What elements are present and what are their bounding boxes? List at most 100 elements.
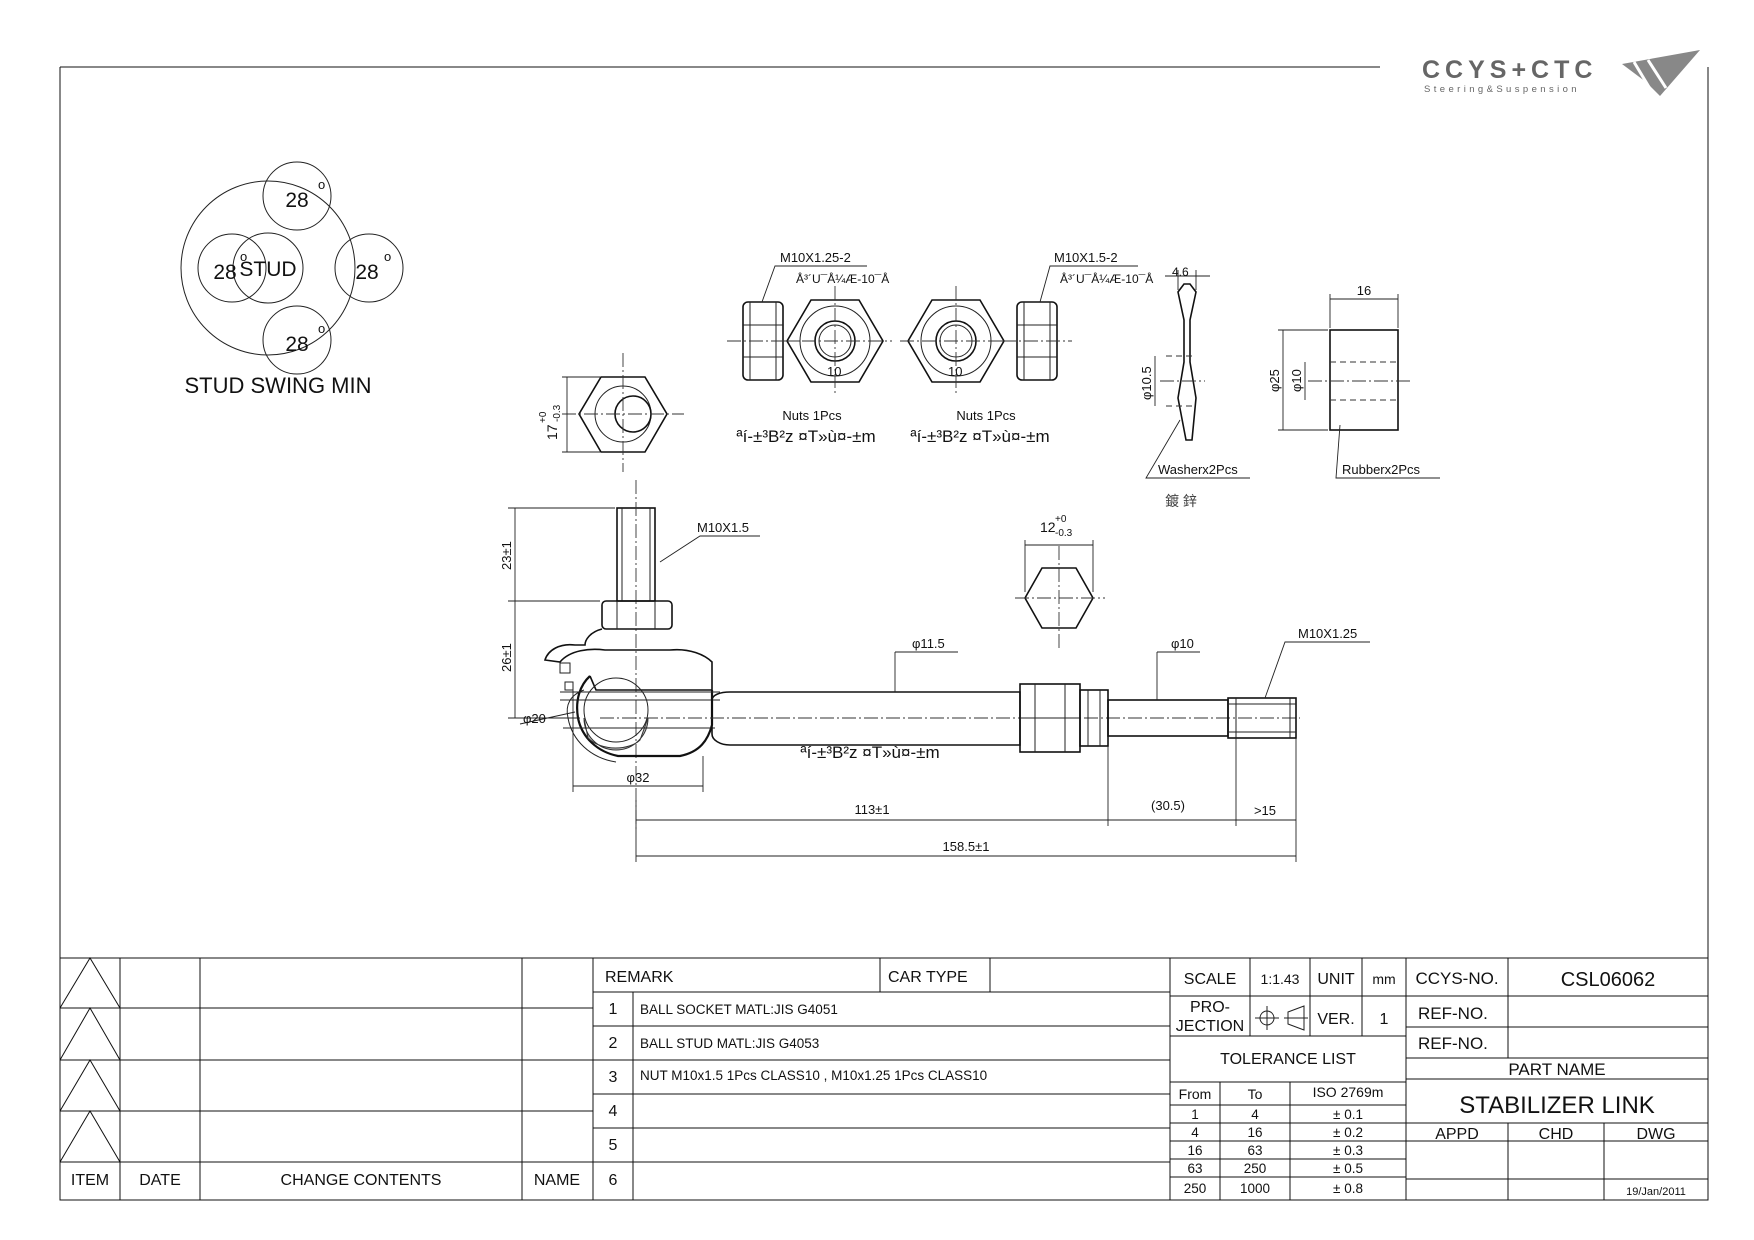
remark-text-1: BALL SOCKET MATL:JIS G4051 xyxy=(640,1002,838,1017)
remark-text-3: NUT M10x1.5 1Pcs CLASS10 , M10x1.25 1Pcs… xyxy=(640,1068,987,1083)
logo-brand: CCYS+CTC xyxy=(1422,56,1597,84)
remark-no-1: 1 xyxy=(609,1001,618,1018)
rev-header-date: DATE xyxy=(139,1172,180,1189)
dim-158-5-text: 158.5±1 xyxy=(943,839,990,854)
remark-no-4: 4 xyxy=(609,1103,618,1120)
ccys-no-value: CSL06062 xyxy=(1561,969,1656,991)
remark-no-5: 5 xyxy=(609,1137,618,1154)
remark-no-3: 3 xyxy=(609,1069,618,1086)
remark-no-6: 6 xyxy=(609,1172,618,1189)
stud-label: STUD xyxy=(239,258,296,281)
dim-phi10-text: φ10 xyxy=(1171,636,1194,651)
appd-label: APPD xyxy=(1435,1126,1479,1143)
washer-thickness-text: 4.6 xyxy=(1172,265,1189,279)
remark-title: REMARK xyxy=(605,969,674,986)
unit-value: mm xyxy=(1372,971,1395,987)
degree-mark-right: o xyxy=(384,249,391,264)
dim-23-text: 23±1 xyxy=(499,541,514,570)
part-name-value: STABILIZER LINK xyxy=(1459,1092,1655,1119)
nut1-views: 10 M10X1.25-2 Å³´U¯Å¼Æ-10¯Å Nuts 1Pcs ªí… xyxy=(727,250,892,446)
hex12-tol-upper: +0 xyxy=(1055,514,1067,525)
tol-row4-from: 63 xyxy=(1187,1161,1202,1176)
ref-no-label-1: REF-NO. xyxy=(1418,1004,1488,1023)
ref-no-label-2: REF-NO. xyxy=(1418,1034,1488,1053)
hex12-tol-lower: -0.3 xyxy=(1055,528,1073,539)
projection-symbol-icon xyxy=(1255,1005,1308,1031)
tol-row2-to: 16 xyxy=(1247,1125,1262,1140)
nut1-finish: ªí-±³B²z ¤T»ù¤-±m xyxy=(736,427,875,446)
tol-header-to: To xyxy=(1248,1086,1263,1102)
rubber-inner-text: φ10 xyxy=(1289,369,1304,392)
degree-mark-left: o xyxy=(240,249,247,264)
part-name-label: PART NAME xyxy=(1508,1060,1605,1079)
nut1-width-text: 10 xyxy=(827,364,841,379)
dwg-label: DWG xyxy=(1636,1126,1675,1143)
nut1-thread-text: M10X1.25-2 xyxy=(780,250,851,265)
nut1-note-text: Å³´U¯Å¼Æ-10¯Å xyxy=(796,271,889,286)
tol-row2-from: 4 xyxy=(1191,1125,1199,1140)
tol-row1-val: ± 0.1 xyxy=(1333,1107,1363,1122)
dim-gt15-text: >15 xyxy=(1254,803,1276,818)
stud-thread-text: M10X1.5 xyxy=(697,520,749,535)
rubber-caption: Rubberx2Pcs xyxy=(1342,462,1421,477)
tol-row2-val: ± 0.2 xyxy=(1333,1125,1363,1140)
swing-angle-right: 28 xyxy=(355,261,378,284)
main-finish-text: ªí-±³B²z ¤T»ù¤-±m xyxy=(800,743,939,762)
stud-swing-diagram: STUD 28 28 28 28 o o o o STUD SWING MIN xyxy=(180,161,404,398)
stud-swing-caption: STUD SWING MIN xyxy=(185,373,372,398)
scale-label: SCALE xyxy=(1184,971,1236,988)
rubber-width-text: 16 xyxy=(1357,283,1371,298)
swing-angle-left: 28 xyxy=(213,261,236,284)
tol-row1-from: 1 xyxy=(1191,1107,1199,1122)
hex17-view: 17 +0 -0.3 xyxy=(538,353,684,472)
tol-row3-from: 16 xyxy=(1187,1143,1202,1158)
tol-row3-to: 63 xyxy=(1247,1143,1262,1158)
main-assembly-view: 23±1 26±1 φ20 M10X1.5 φ32 φ11.5 φ10 M10X… xyxy=(499,480,1370,862)
degree-mark-bottom: o xyxy=(318,321,325,336)
washer-finish: 鍍 鋅 xyxy=(1165,493,1197,509)
tol-row4-val: ± 0.5 xyxy=(1333,1161,1363,1176)
chd-label: CHD xyxy=(1539,1126,1574,1143)
logo-tagline: Steering&Suspension xyxy=(1424,84,1580,95)
car-type-label: CAR TYPE xyxy=(888,969,968,986)
nut2-width-text: 10 xyxy=(948,364,962,379)
remark-text-2: BALL STUD MATL:JIS G4053 xyxy=(640,1036,819,1051)
tol-row3-val: ± 0.3 xyxy=(1333,1143,1363,1158)
tol-header-from: From xyxy=(1179,1086,1212,1102)
tol-row5-val: ± 0.8 xyxy=(1333,1181,1363,1196)
projection-label-1: PRO- xyxy=(1190,999,1230,1016)
unit-label: UNIT xyxy=(1317,971,1355,988)
tol-header-iso: ISO 2769m xyxy=(1313,1084,1384,1100)
nut2-finish: ªí-±³B²z ¤T»ù¤-±m xyxy=(910,427,1049,446)
swing-angle-top: 28 xyxy=(285,189,308,212)
rev-header-change: CHANGE CONTENTS xyxy=(281,1172,442,1189)
rev-header-item: ITEM xyxy=(71,1172,109,1189)
dim-30-5-text: (30.5) xyxy=(1151,798,1185,813)
projection-label-2: JECTION xyxy=(1176,1018,1244,1035)
logo-mark-icon xyxy=(1622,50,1700,96)
remark-no-2: 2 xyxy=(609,1035,618,1052)
scale-value: 1:1.43 xyxy=(1261,971,1300,987)
degree-mark-top: o xyxy=(318,177,325,192)
hex17-tol-upper: +0 xyxy=(538,411,549,423)
nut2-note-text: Å³´U¯Å¼Æ-10¯Å xyxy=(1060,271,1153,286)
dim-phi20-text: φ20 xyxy=(523,711,546,726)
dim-26-text: 26±1 xyxy=(499,643,514,672)
hex17-tol-lower: -0.3 xyxy=(552,404,563,422)
nut2-thread-text: M10X1.5-2 xyxy=(1054,250,1118,265)
nut1-caption: Nuts 1Pcs xyxy=(782,408,842,423)
hex17-dim-text: 17 xyxy=(544,424,560,440)
drawing-date: 19/Jan/2011 xyxy=(1626,1186,1686,1198)
rubber-view: 16 φ25 φ10 Rubberx2Pcs xyxy=(1267,283,1440,479)
hex12-section: 12 +0 -0.3 xyxy=(1015,514,1105,650)
swing-angle-bottom: 28 xyxy=(285,333,308,356)
nut2-caption: Nuts 1Pcs xyxy=(956,408,1016,423)
ver-label: VER. xyxy=(1317,1011,1354,1028)
tol-row1-to: 4 xyxy=(1251,1107,1259,1122)
sheet-border xyxy=(59,66,1709,1201)
title-block-grid xyxy=(59,957,1709,1201)
nut2-views: 10 M10X1.5-2 Å³´U¯Å¼Æ-10¯Å Nuts 1Pcs ªí-… xyxy=(900,250,1153,446)
washer-view: 4.6 φ10.5 Washerx2Pcs 鍍 鋅 xyxy=(1139,265,1250,509)
tol-row5-from: 250 xyxy=(1184,1181,1207,1196)
